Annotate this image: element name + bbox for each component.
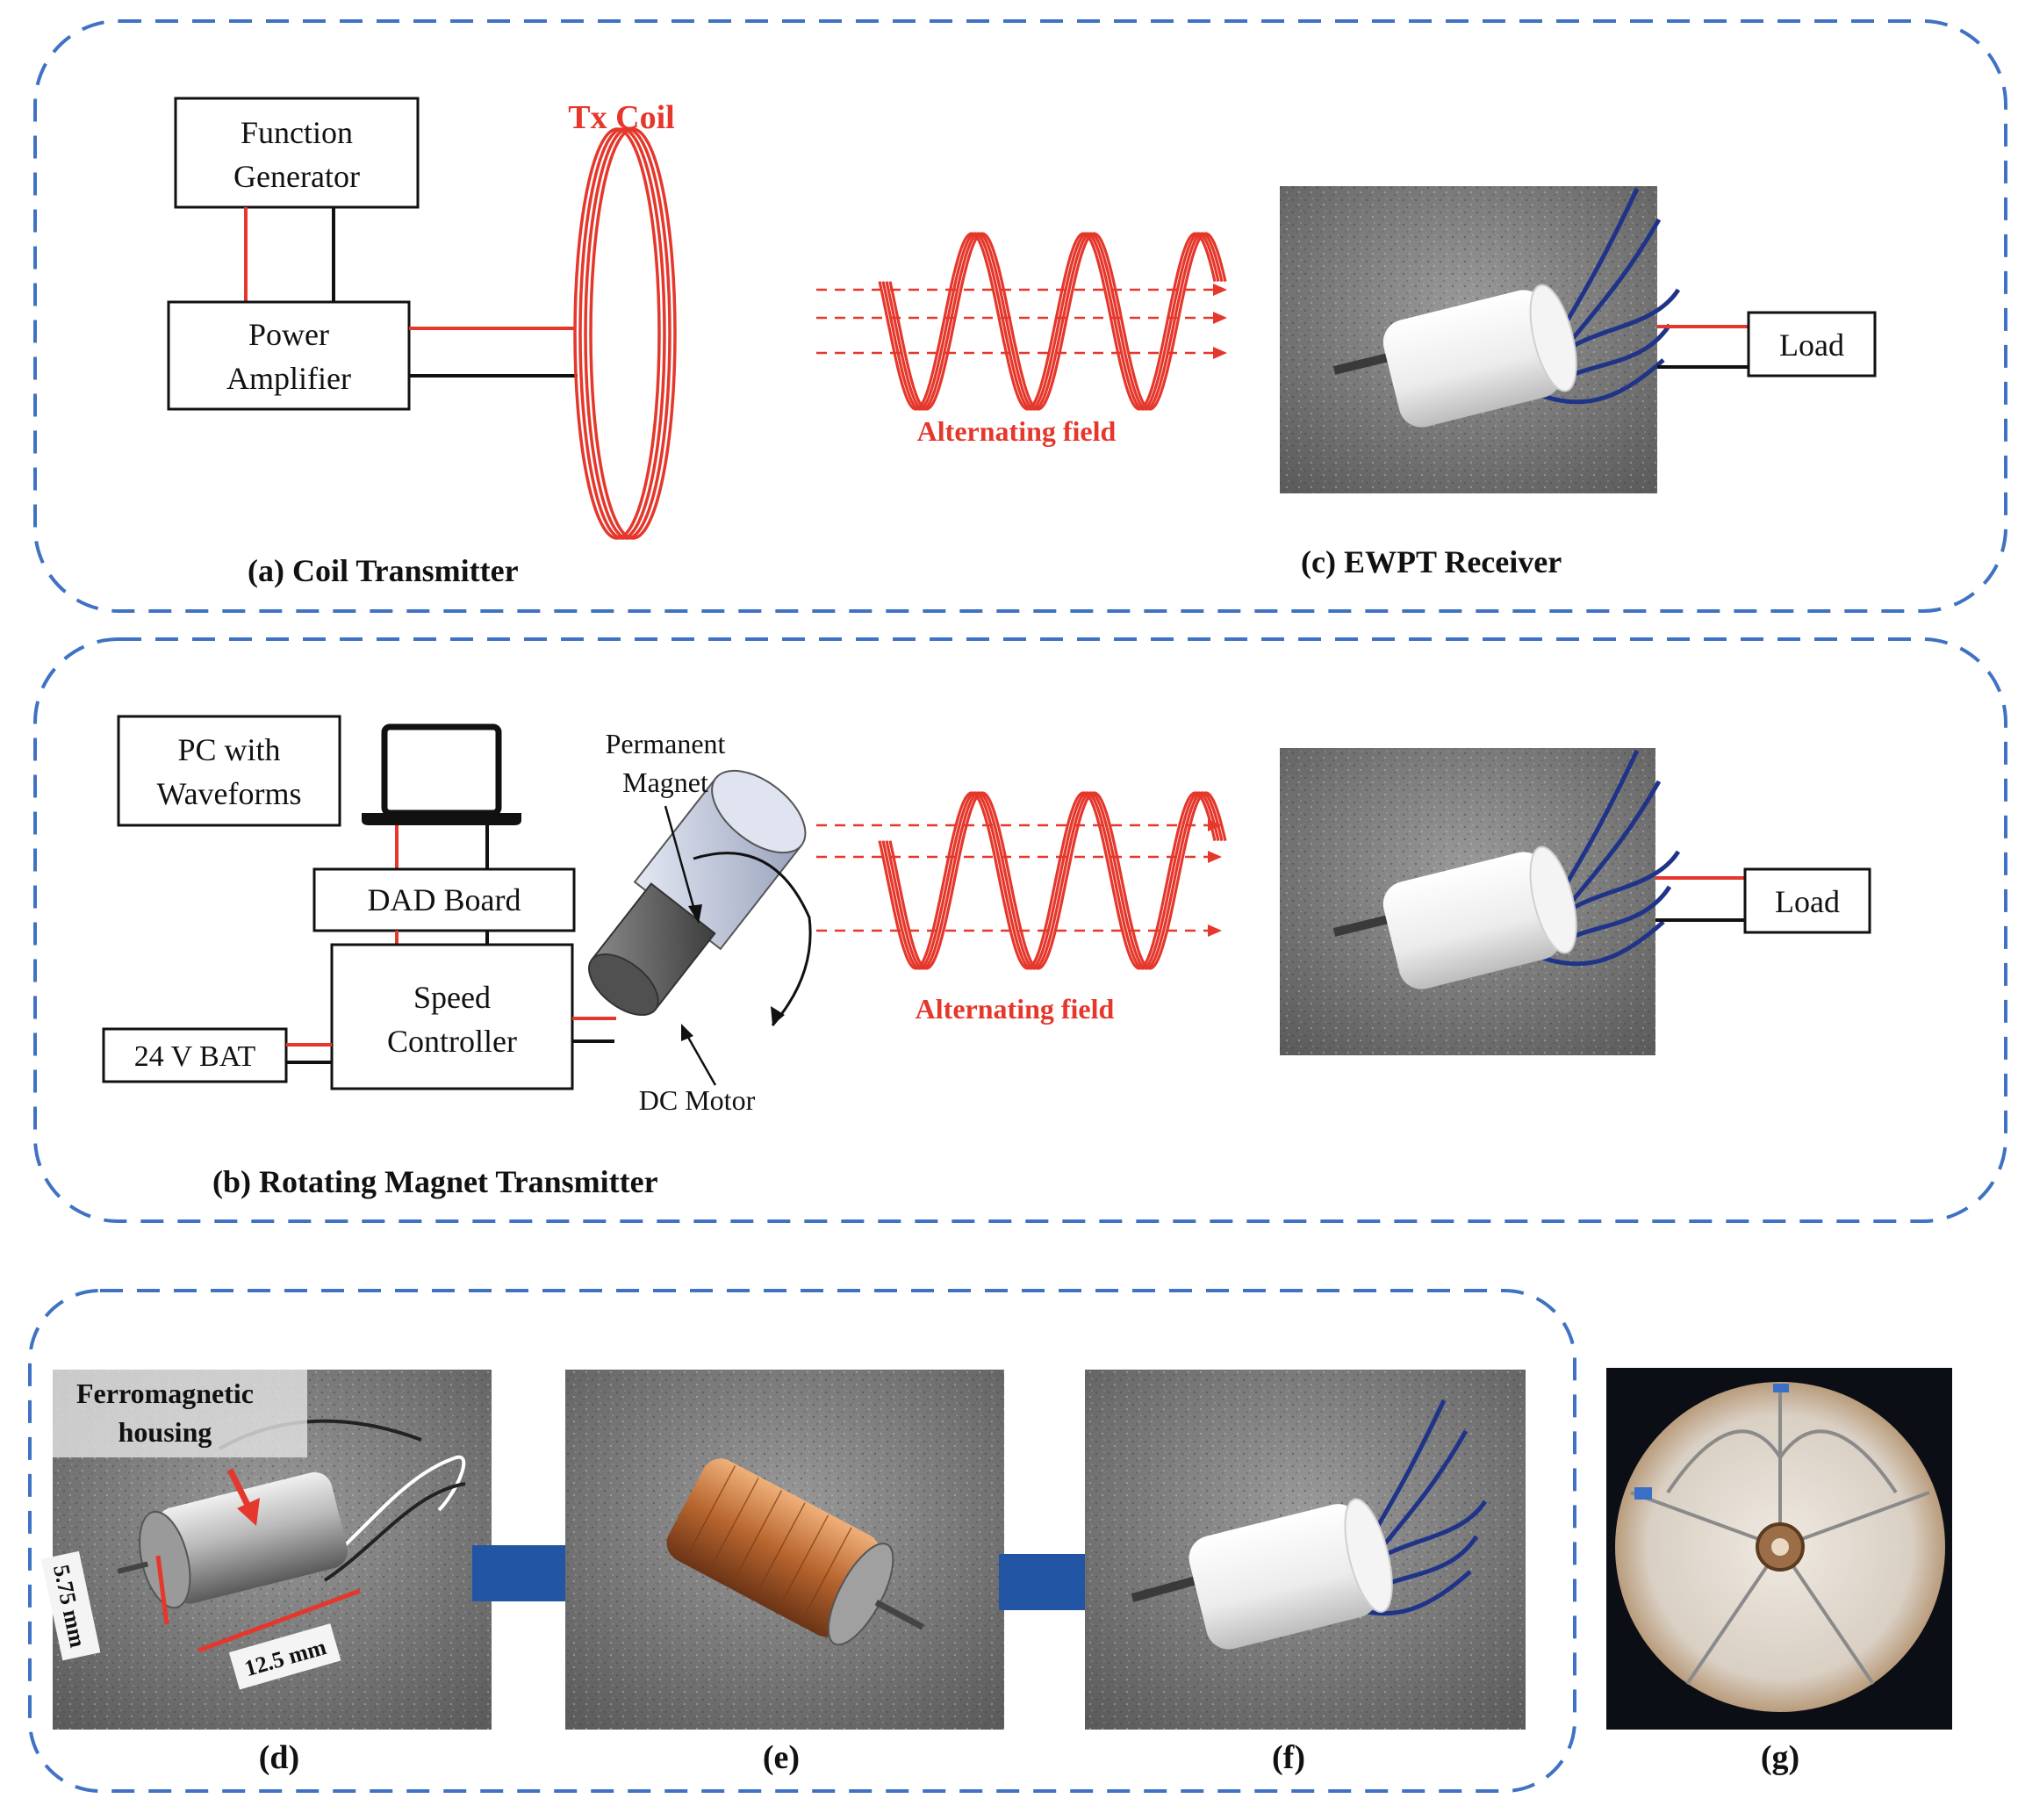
- battery-label: 24 V BAT: [134, 1040, 256, 1073]
- field-wave-strand: [878, 791, 1217, 970]
- alternating-field-top: Alternating field: [816, 232, 1227, 447]
- function-generator-label-1: Function: [241, 115, 353, 150]
- receiver-photo-top: [1280, 186, 1681, 493]
- panel-d-photo: Ferromagnetic housing 5.75 mm 12.5 mm: [40, 1370, 492, 1730]
- load-label-top: Load: [1779, 327, 1844, 363]
- field-wave-strand: [885, 791, 1224, 970]
- panel-e-photo: [565, 1370, 1004, 1730]
- load-label-middle: Load: [1775, 884, 1840, 919]
- panel-c-caption: (c) EWPT Receiver: [1301, 544, 1562, 579]
- speed-controller-box: [330, 943, 574, 1090]
- panel-g-photo: [1606, 1368, 1952, 1730]
- load-box-top: [1747, 311, 1877, 378]
- frame-middle: [33, 637, 2007, 1223]
- rotating-magnet-motor: [587, 769, 807, 1017]
- panel-f-photo: [1085, 1370, 1526, 1730]
- rotation-arrow: [693, 852, 812, 1026]
- frame-bottom: [28, 1289, 1576, 1793]
- panel-a-caption: (a) Coil Transmitter: [248, 553, 519, 588]
- housing-pointer: [226, 1468, 254, 1512]
- receiver-photo-middle: [1280, 748, 1681, 1055]
- pc-label-2: Waveforms: [156, 776, 301, 811]
- permanent-magnet-label-2: Magnet: [622, 766, 708, 798]
- field-wave-strand: [881, 791, 1220, 970]
- pc-label-1: PC with: [177, 732, 280, 767]
- speed-controller-label-1: Speed: [413, 980, 491, 1015]
- speed-controller-label-2: Controller: [387, 1024, 517, 1059]
- frame-top: [33, 19, 2007, 613]
- battery-box: [102, 1027, 288, 1083]
- function-generator-box: [174, 97, 420, 209]
- dim-length-line: [197, 1588, 361, 1653]
- housing-label-2: housing: [118, 1416, 212, 1448]
- panel-b: PC with Waveforms DAD Board Speed Contro…: [102, 715, 812, 1199]
- panel-f-caption: (f): [1272, 1739, 1305, 1776]
- function-generator-label-2: Generator: [233, 159, 360, 194]
- housing-label-1: Ferromagnetic: [76, 1378, 254, 1409]
- field-wave-strand: [885, 232, 1224, 411]
- panel-d-caption: (d): [259, 1739, 299, 1776]
- power-amplifier-label-2: Amplifier: [226, 361, 351, 396]
- panel-g-caption: (g): [1761, 1739, 1799, 1776]
- dim-diameter-line: [155, 1555, 169, 1625]
- motor-pointer: [685, 1033, 717, 1086]
- dad-board-box: [312, 867, 576, 932]
- alternating-field-label-top: Alternating field: [917, 415, 1117, 447]
- field-wave-strand: [881, 232, 1220, 411]
- field-wave-strand: [878, 232, 1217, 411]
- alternating-field-label-middle: Alternating field: [916, 993, 1115, 1025]
- power-amplifier-label-1: Power: [248, 317, 329, 352]
- panel-b-caption: (b) Rotating Magnet Transmitter: [212, 1164, 658, 1199]
- laptop-icon: [362, 723, 521, 825]
- permanent-magnet-label-1: Permanent: [606, 728, 726, 759]
- tx-coil-label: Tx Coil: [568, 99, 674, 136]
- dad-board-label: DAD Board: [368, 882, 521, 917]
- power-amplifier-box: [167, 300, 411, 411]
- field-wave-strand: [888, 232, 1227, 411]
- magnet-pointer: [664, 805, 697, 914]
- alternating-field-middle: Alternating field: [816, 791, 1227, 1025]
- tx-coil: [573, 127, 677, 540]
- load-box-middle: [1743, 867, 1871, 934]
- pc-box: [117, 715, 341, 827]
- panel-e-caption: (e): [763, 1739, 800, 1776]
- dc-motor-label: DC Motor: [639, 1084, 756, 1116]
- panel-c: Load (c) EWPT Receiver: [1280, 186, 1877, 579]
- panel-a: Function Generator Power Amplifier Tx Co…: [167, 97, 677, 588]
- field-wave-strand: [888, 791, 1227, 970]
